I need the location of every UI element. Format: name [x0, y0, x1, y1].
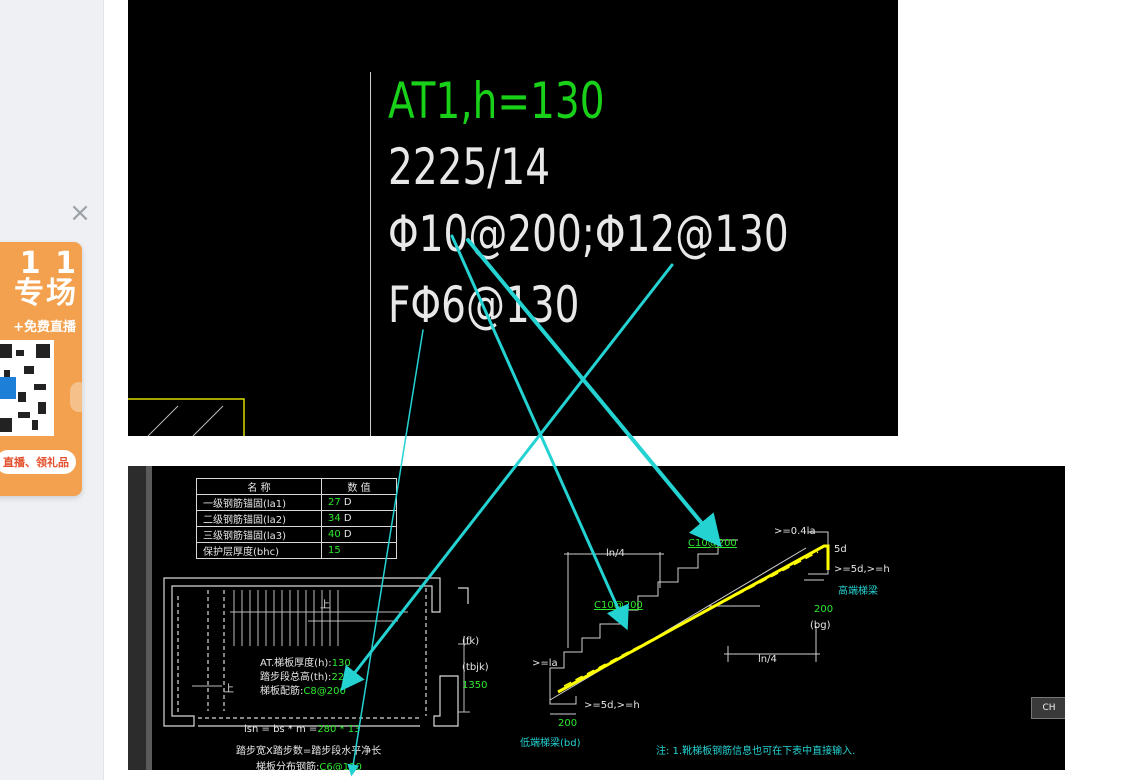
- up-label: 上: [224, 684, 234, 695]
- thickness-row: AT.梯板厚度(h):130: [260, 658, 351, 669]
- up-label: 上: [320, 600, 330, 611]
- cad-annotation-image: AT1,h=130 2225/14 Φ10@200;Φ12@130 FΦ6@13…: [128, 0, 898, 436]
- table-row[interactable]: 三级钢筋锚固(la3) 40 D: [196, 526, 397, 543]
- height-steps-label: 2225/14: [388, 138, 551, 196]
- cad-parameter-image: 名 称 数 值 一级钢筋锚固(la1) 27 D 二级钢筋锚固(la2) 34 …: [128, 466, 1065, 770]
- ln4-label: ln/4: [758, 654, 777, 665]
- low-beam-label: 低端梯梁(bd): [520, 738, 581, 749]
- param-value[interactable]: 40 D: [321, 526, 397, 543]
- table-header: 名 称: [196, 478, 322, 495]
- top-rebar-value[interactable]: C10@200: [688, 538, 737, 549]
- parameter-table: 名 称 数 值 一级钢筋锚固(la1) 27 D 二级钢筋锚固(la2) 34 …: [196, 478, 397, 559]
- toolbar-strip: [128, 466, 146, 770]
- promo-subline: +免费直播: [13, 320, 76, 335]
- table-row[interactable]: 保护层厚度(bhc) 15: [196, 542, 397, 559]
- steps-label: 踏步宽X踏步数=踏步段水平净长: [236, 746, 382, 757]
- five-d-h-label: >=5d,>=h: [834, 564, 890, 575]
- promo-headline-top: 1 1: [19, 246, 78, 281]
- table-row[interactable]: 一级钢筋锚固(la1) 27 D: [196, 494, 397, 511]
- la-label: >=la: [532, 658, 558, 669]
- promo-button-label: 直播、领礼品: [3, 456, 69, 469]
- promo-headline: 专场: [14, 276, 78, 311]
- fk-label: (fk): [462, 636, 480, 647]
- qr-code-icon: [0, 340, 54, 436]
- ime-badge[interactable]: CH: [1031, 697, 1065, 719]
- param-name: 三级钢筋锚固(la3): [196, 526, 322, 543]
- param-name: 二级钢筋锚固(la2): [196, 510, 322, 527]
- close-icon[interactable]: ×: [69, 198, 91, 228]
- table-row[interactable]: 二级钢筋锚固(la2) 34 D: [196, 510, 397, 527]
- mid-rebar-value[interactable]: C10@200: [594, 600, 643, 611]
- five-d-h-low-label: >=5d,>=h: [584, 700, 640, 711]
- distribution-rebar-label: FΦ6@130: [388, 276, 580, 334]
- left-sidebar: × 1 1 专场 +免费直播 直播、领礼品: [0, 0, 104, 780]
- toolbar-strip-edge: [146, 466, 152, 770]
- bg-label: (bg): [810, 620, 831, 631]
- five-d-label: 5d: [834, 544, 847, 555]
- param-value[interactable]: 15: [321, 542, 397, 559]
- brand-logo-icon: [0, 377, 16, 399]
- tbjk-value[interactable]: 1350: [462, 680, 488, 691]
- leader-line: [370, 72, 371, 436]
- param-name: 一级钢筋锚固(la1): [196, 494, 322, 511]
- dim-200-bottom: 200: [558, 718, 578, 729]
- high-beam-label: 高端梯梁: [838, 586, 878, 597]
- table-header-row: 名 称 数 值: [196, 478, 397, 495]
- param-value[interactable]: 34 D: [321, 510, 397, 527]
- promo-button[interactable]: 直播、领礼品: [0, 450, 76, 474]
- tbjk-label: (tbjk): [462, 662, 489, 673]
- stair-type-label: AT1,h=130: [388, 72, 605, 130]
- note-label: 注: 1.靴梯板钢筋信息也可在下表中直接输入.: [656, 746, 856, 757]
- total-height-row: 踏步段总高(th):2225: [260, 672, 357, 683]
- main-rebar-label: Φ10@200;Φ12@130: [388, 205, 789, 263]
- corner-hatch: [128, 398, 245, 436]
- param-name: 保护层厚度(bhc): [196, 542, 322, 559]
- distribution-row: 梯板分布钢筋:C6@130: [256, 762, 362, 770]
- lsn-formula: lsn = bs * m =280 * 13: [244, 724, 361, 735]
- anchor-label: >=0.4la: [774, 526, 816, 537]
- rebar-row: 梯板配筋:C8@200: [260, 686, 346, 697]
- param-value[interactable]: 27 D: [321, 494, 397, 511]
- table-header: 数 值: [321, 478, 397, 495]
- slider-handle[interactable]: [70, 382, 82, 412]
- ln4-label: ln/4: [606, 548, 625, 559]
- promo-banner[interactable]: 1 1 专场 +免费直播 直播、领礼品: [0, 242, 82, 496]
- dim-200-top: 200: [814, 604, 834, 615]
